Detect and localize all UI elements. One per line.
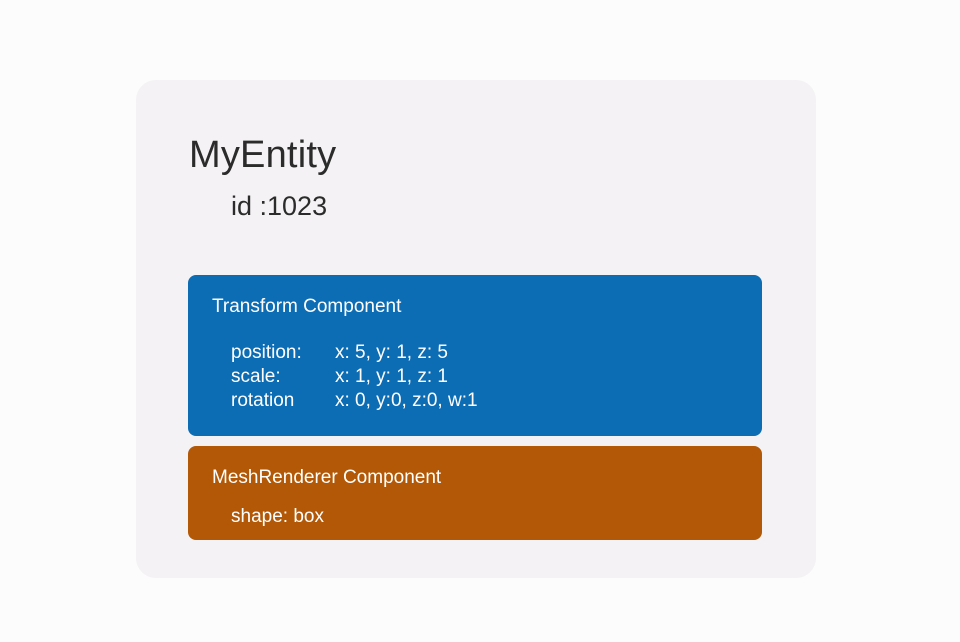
- component-card-meshrenderer[interactable]: MeshRenderer Component shape: box: [188, 446, 762, 540]
- component-header-meshrenderer: MeshRenderer Component: [212, 467, 442, 488]
- entity-id-label: id :1023: [231, 191, 328, 221]
- property-value: x: 5, y: 1, z: 5: [335, 342, 448, 363]
- property-list-meshrenderer: shape: box: [231, 505, 324, 529]
- property-row: rotation x: 0, y:0, z:0, w:1: [231, 389, 478, 413]
- property-list-transform: position: x: 5, y: 1, z: 5 scale: x: 1, …: [231, 341, 478, 413]
- entity-name-title: MyEntity: [189, 134, 337, 176]
- property-row: scale: x: 1, y: 1, z: 1: [231, 365, 478, 389]
- property-row: position: x: 5, y: 1, z: 5: [231, 341, 478, 365]
- property-value: x: 0, y:0, z:0, w:1: [335, 390, 478, 411]
- property-key: position:: [231, 342, 302, 363]
- property-key: rotation: [231, 390, 295, 411]
- property-row: shape: box: [231, 506, 324, 527]
- component-card-transform[interactable]: Transform Component position: x: 5, y: 1…: [188, 275, 762, 436]
- entity-panel: MyEntity id :1023 Transform Component po…: [136, 80, 816, 578]
- component-header-transform: Transform Component: [212, 296, 402, 317]
- property-value: x: 1, y: 1, z: 1: [335, 366, 448, 387]
- property-key: scale:: [231, 366, 281, 387]
